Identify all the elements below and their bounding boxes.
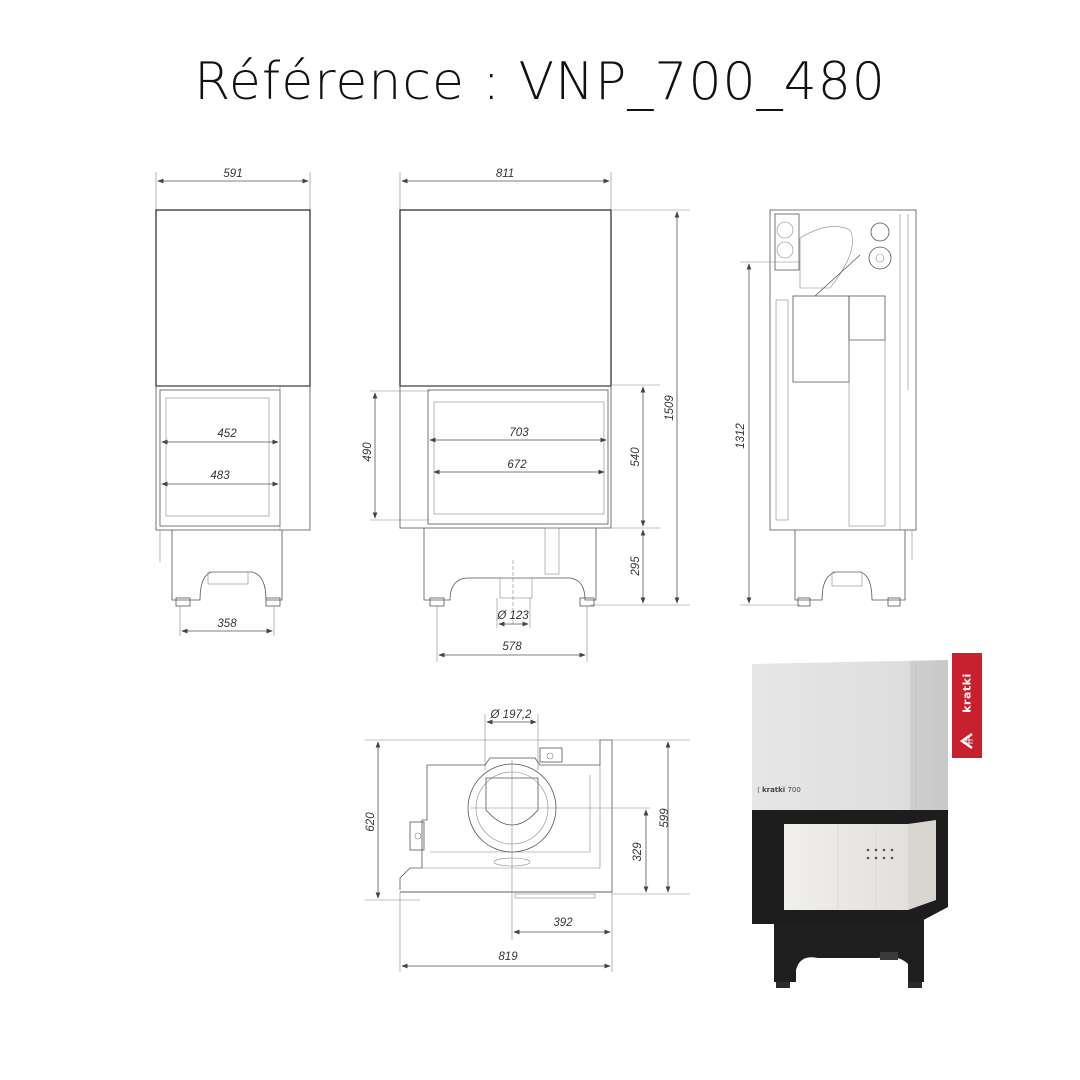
dim-top-outlet-y: 329 [632,842,644,862]
dim-front-total-height: 1509 [664,395,676,421]
brand-tag-text: kratki [960,673,974,713]
front-brand-label: ⟨ kratki 700 [757,786,801,794]
section-view-drawing [740,209,917,607]
side-view-drawing [155,172,311,636]
chevron-logo-icon: ⟨ [757,786,760,794]
brand-arrow-icon [959,732,973,750]
brand-tag: kratki [952,653,982,758]
dim-front-glass-outer: 672 [507,459,527,471]
dim-side-glass-outer: 483 [210,470,230,482]
dim-side-feet: 358 [217,618,237,630]
dim-front-glass-inner: 703 [509,427,529,439]
dim-front-flue: Ø 123 [496,610,529,622]
dim-front-base-height: 295 [630,556,642,577]
top-view-drawing [365,714,690,972]
dim-front-feet: 578 [502,641,522,653]
dim-front-width: 811 [496,168,514,180]
dim-top-outlet: Ø 197,2 [490,709,533,721]
dim-front-glass-height: 490 [362,442,374,462]
dim-section-height: 1312 [735,423,747,449]
dim-side-width: 591 [223,168,242,180]
product-photo [752,660,948,988]
front-view-drawing [370,172,690,662]
dim-side-glass-inner: 452 [217,428,237,440]
dim-top-outlet-x: 392 [553,917,573,929]
dim-top-depth-total: 620 [365,812,377,832]
dim-front-door-height: 540 [630,447,642,467]
dim-top-width-total: 819 [498,951,518,963]
page-title: Référence : VNP_700_480 [194,52,886,112]
dim-top-depth-body: 599 [659,808,671,828]
